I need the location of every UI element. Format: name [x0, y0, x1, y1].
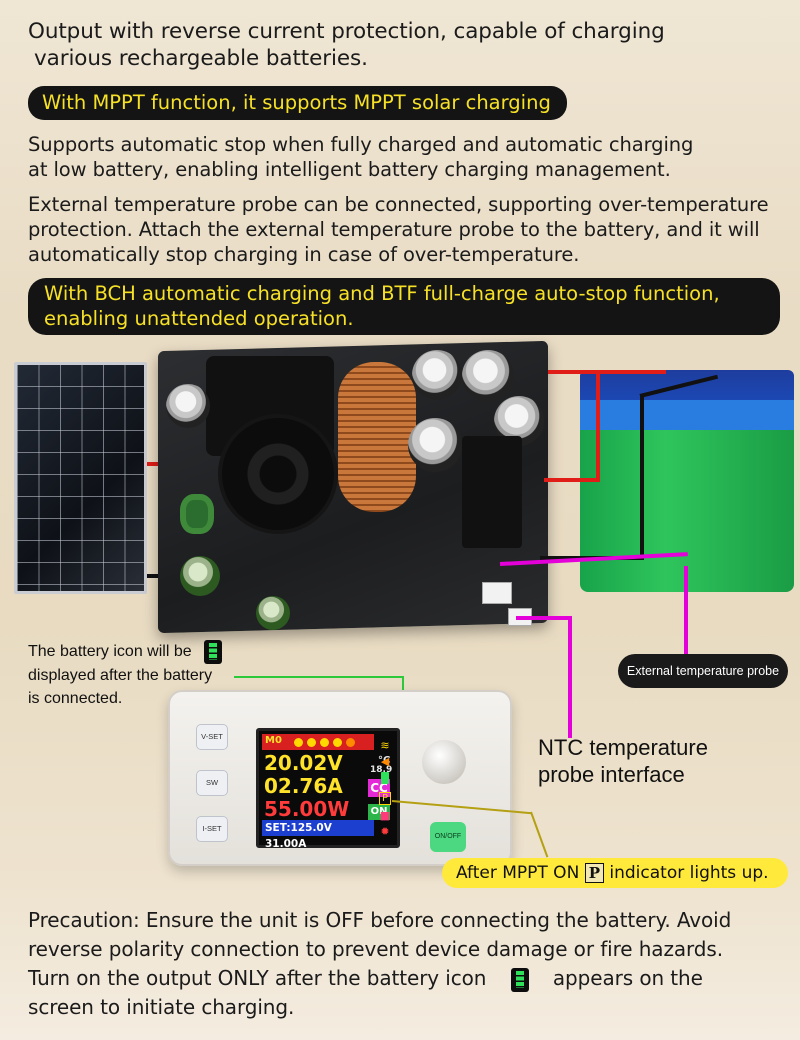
ntc-line-1: NTC temperature: [538, 735, 708, 760]
mppt-p-box: P: [584, 863, 604, 883]
iset-button[interactable]: I-SET: [196, 816, 228, 842]
speaker-icon: ◀: [380, 755, 390, 768]
battery-note: The battery icon will be displayed after…: [28, 640, 223, 710]
ntc-line-v: [568, 616, 572, 738]
temp-probe-line-3: automatically stop charging in case of o…: [28, 243, 580, 266]
mppt-callout: After MPPT ON P indicator lights up.: [442, 858, 788, 888]
battery-wire-red-top: [596, 370, 666, 374]
ntc-line-h: [516, 616, 572, 620]
inductor-coil: [338, 362, 416, 512]
sw-button[interactable]: SW: [196, 770, 228, 796]
temp-probe-text: External temperature probe can be connec…: [28, 192, 769, 267]
intro-line-2: various rechargeable batteries.: [34, 46, 368, 71]
battery-note-line-3: is connected.: [28, 690, 123, 707]
battery-note-line-1: The battery icon will be: [28, 643, 192, 661]
mppt-p-icon: P: [375, 790, 395, 806]
battery-icon: [204, 640, 223, 664]
current-readout: 02.76A: [264, 774, 343, 798]
auto-stop-line-2: at low battery, enabling intelligent bat…: [28, 158, 671, 181]
auto-stop-line-1: Supports automatic stop when fully charg…: [28, 133, 694, 156]
capacitor: [166, 384, 210, 428]
set-readout: SET:125.0V 31.00A: [262, 820, 374, 850]
status-dot: [320, 738, 329, 747]
mppt-banner: With MPPT function, it supports MPPT sol…: [28, 86, 567, 120]
temp-probe-line-2: protection. Attach the external temperat…: [28, 218, 760, 241]
battery-wire-red-h: [544, 478, 600, 482]
relay: [462, 436, 522, 548]
status-bar: [262, 734, 374, 750]
bch-banner-line-1: With BCH automatic charging and BTF full…: [44, 282, 720, 305]
temp-readout: 18.9: [370, 765, 393, 775]
wifi-icon: ≋: [380, 739, 390, 752]
bch-banner: With BCH automatic charging and BTF full…: [28, 278, 780, 335]
battery-icon: [510, 967, 529, 992]
precaution-line-1: Precaution: Ensure the unit is OFF befor…: [28, 908, 732, 932]
precaution-line-2: reverse polarity connection to prevent d…: [28, 937, 723, 961]
battery-status-icon: [375, 772, 395, 788]
ntc-port: [482, 582, 512, 604]
capacitor: [462, 350, 514, 402]
battery-line-h: [234, 676, 404, 678]
intro-line-1: Output with reverse current protection, …: [28, 19, 665, 44]
solar-panel: [14, 362, 147, 594]
probe-wire-v: [684, 566, 688, 654]
status-dot: [294, 738, 303, 747]
auto-stop-text: Supports automatic stop when fully charg…: [28, 132, 693, 182]
voltage-readout: 20.02V: [264, 751, 343, 775]
status-dot: [333, 738, 342, 747]
battery-wire-black-v: [640, 396, 644, 560]
toroid-inductor: [180, 494, 214, 534]
lock-icon: ■: [379, 809, 391, 822]
battery-wire-red-v: [596, 374, 600, 482]
sun-icon: ✹: [380, 825, 390, 838]
battery: [580, 370, 794, 592]
precaution-line-3-before: Turn on the output ONLY after the batter…: [28, 966, 487, 990]
capacitor: [412, 350, 462, 400]
screen-side-icons: ≋ ◀ P ■ ✹: [375, 738, 395, 842]
bch-banner-line-2: enabling unattended operation.: [44, 307, 354, 330]
mppt-callout-after: indicator lights up.: [609, 863, 769, 883]
ntc-label: NTC temperature probe interface: [538, 734, 708, 788]
ntc-line-2: probe interface: [538, 762, 685, 787]
rotary-knob[interactable]: [422, 740, 466, 784]
vset-button[interactable]: V-SET: [196, 724, 228, 750]
battery-wire-red: [548, 370, 608, 482]
capacitor: [180, 556, 220, 596]
on-indicator: ON: [368, 804, 390, 820]
mppt-line-v: [530, 811, 549, 858]
temp-probe-line-1: External temperature probe can be connec…: [28, 193, 769, 216]
capacitor: [256, 596, 290, 630]
precaution-line-4: screen to initiate charging.: [28, 995, 295, 1019]
cooling-fan: [218, 414, 338, 534]
precaution-line-3-after: appears on the: [552, 966, 703, 990]
intro-text: Output with reverse current protection, …: [28, 18, 665, 72]
battery-note-line-2: displayed after the battery: [28, 667, 213, 684]
status-dot: [307, 738, 316, 747]
power-readout: 55.00W: [264, 797, 350, 821]
mode-indicator: M0: [265, 735, 282, 746]
status-dot: [346, 738, 355, 747]
mppt-callout-before: After MPPT ON: [456, 863, 580, 883]
temp-unit: °C: [378, 755, 391, 766]
precaution-text: Precaution: Ensure the unit is OFF befor…: [28, 906, 731, 1022]
capacitor: [408, 418, 462, 472]
onoff-button[interactable]: ON/OFF: [430, 822, 466, 852]
external-probe-label: External temperature probe: [618, 654, 788, 688]
